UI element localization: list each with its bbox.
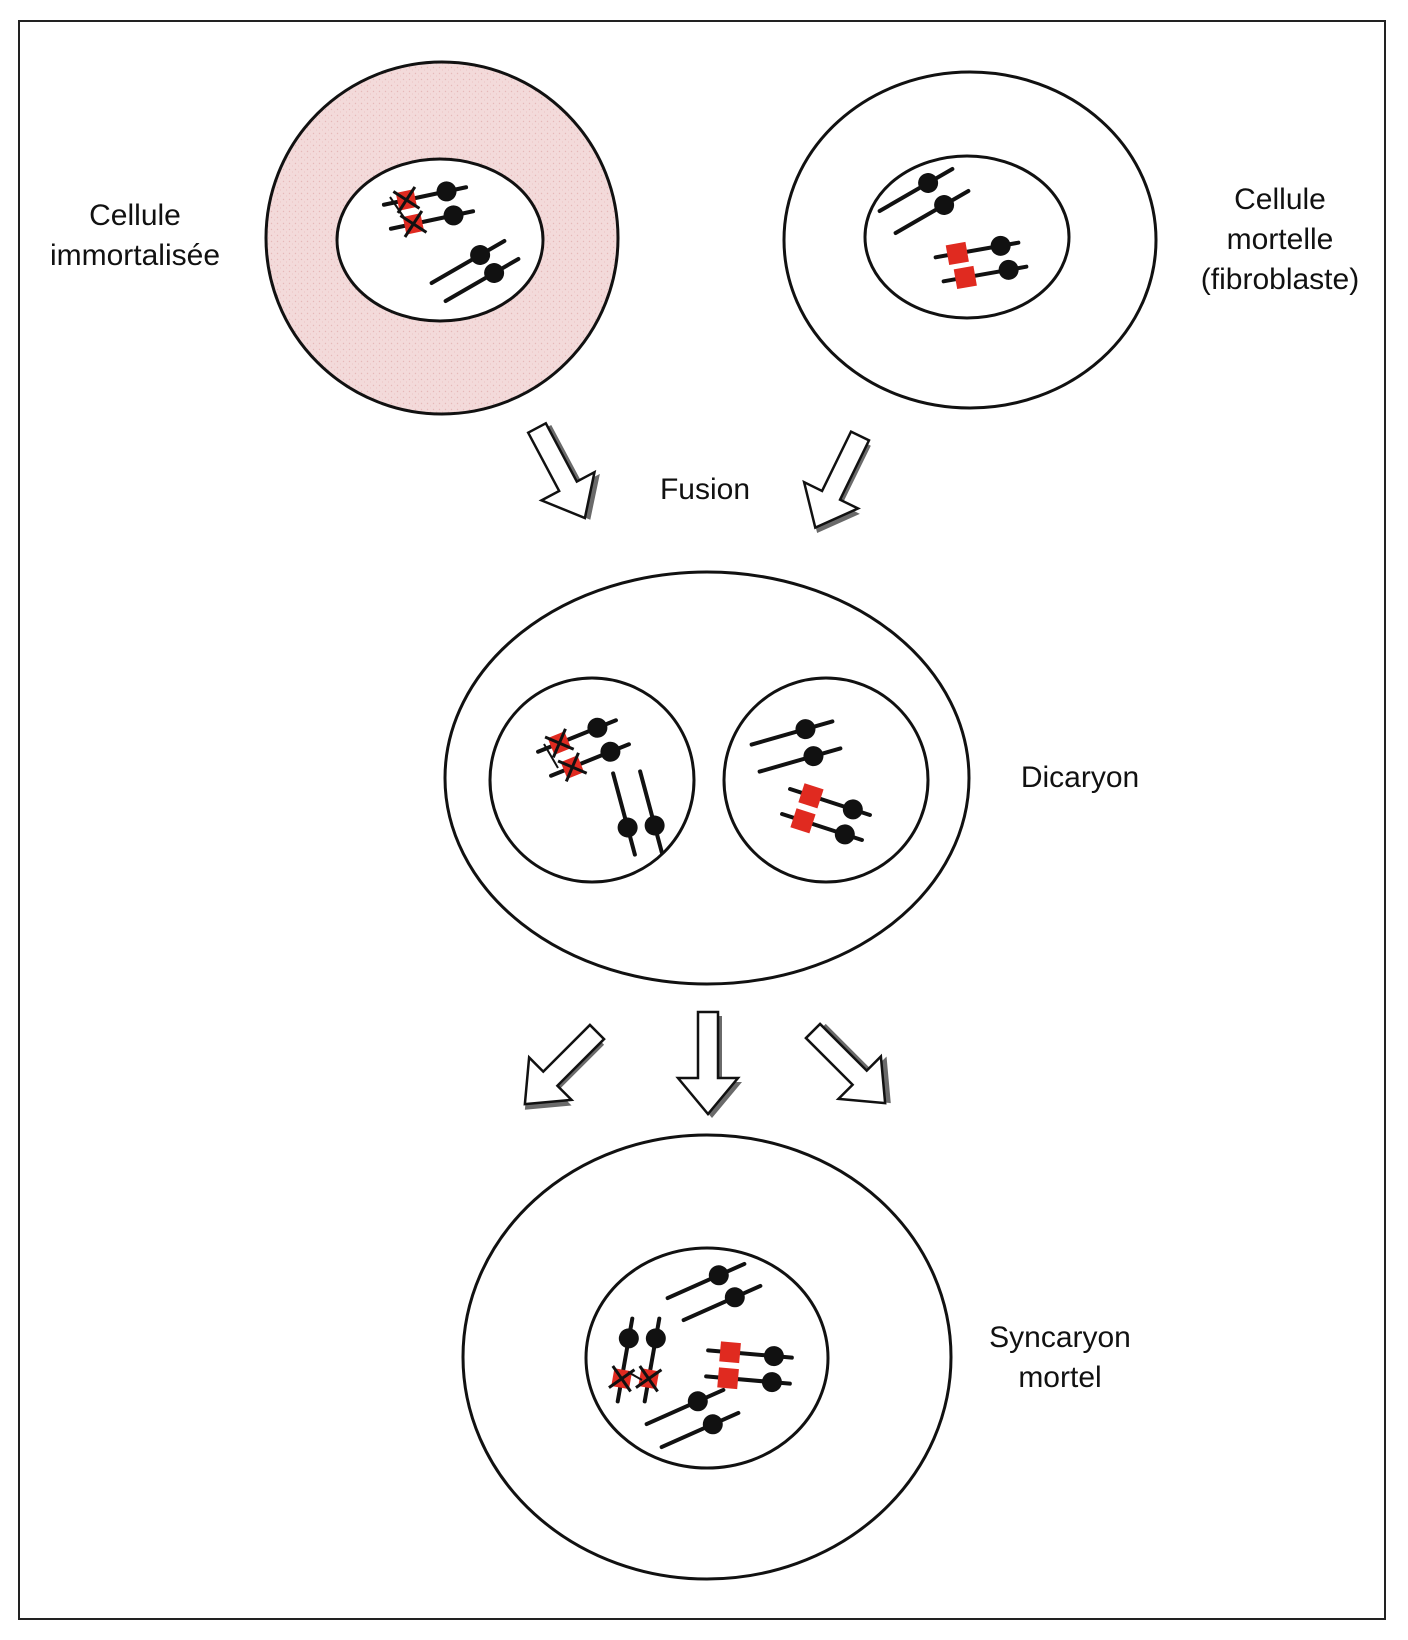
mortal-cell-label-line-1: Cellule	[1234, 183, 1326, 216]
mortal-cell-label: Cellule mortelle (fibroblaste)	[1175, 180, 1385, 300]
immortal-cell-nucleus	[335, 157, 545, 323]
fusion-label: Fusion	[659, 473, 751, 506]
syncaryon-nucleus	[584, 1246, 830, 1470]
fusion-arrow-left	[509, 410, 619, 537]
dicaryon-label: Dicaryon	[1020, 761, 1140, 794]
crossover-line	[543, 743, 559, 769]
syncaryon-cell	[461, 1133, 953, 1581]
mortal-cell-nucleus	[863, 154, 1071, 320]
mortal-cell-label-line-3: (fibroblaste)	[1200, 263, 1360, 296]
figure-frame	[18, 20, 1386, 1620]
mortal-cell	[782, 70, 1158, 410]
crossover-line	[389, 196, 406, 220]
immortal-cell-label-line-1: Cellule	[89, 199, 181, 232]
dicaryon-cell	[443, 570, 971, 986]
immortal-cell-label: Cellule immortalisée	[30, 196, 240, 276]
dicaryon-nucleus-right	[722, 676, 930, 884]
syncaryon-label-line-2: mortel	[1018, 1361, 1102, 1394]
immortal-cell	[264, 60, 620, 416]
fusion-arrow-right	[785, 421, 892, 548]
immortal-cell-label-line-2: immortalisée	[49, 239, 221, 272]
division-arrow-left	[499, 1009, 623, 1133]
dicaryon-nucleus-left	[488, 676, 696, 884]
mortal-cell-label-line-2: mortelle	[1226, 223, 1334, 256]
division-arrow-center	[676, 1010, 744, 1120]
syncaryon-label-line-1: Syncaryon	[989, 1321, 1131, 1354]
syncaryon-label: Syncaryon mortel	[960, 1318, 1160, 1398]
division-arrow-right	[790, 1005, 914, 1129]
crossover-line	[627, 1371, 643, 1381]
